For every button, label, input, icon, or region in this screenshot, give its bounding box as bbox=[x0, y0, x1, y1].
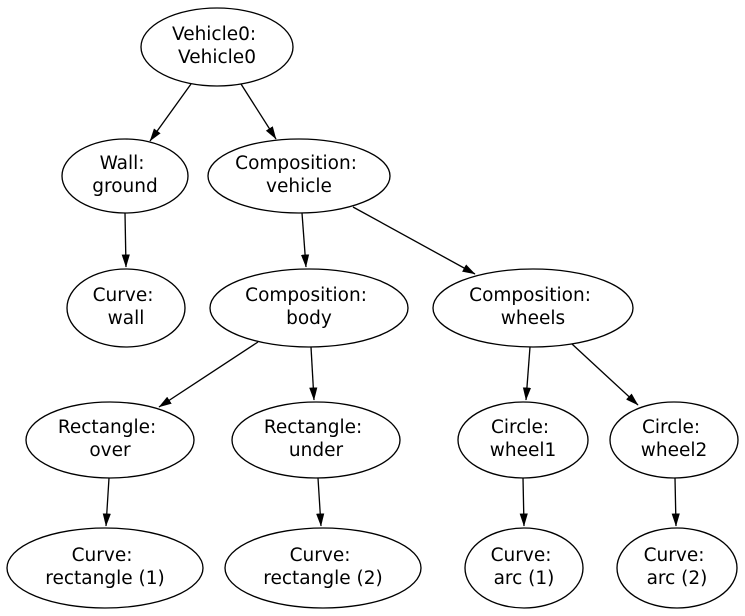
node-label-line1: Rectangle: bbox=[264, 417, 362, 438]
node-circle-wheel1: Circle: wheel1 bbox=[457, 401, 589, 479]
node-composition-vehicle: Composition: vehicle bbox=[207, 138, 391, 214]
node-label: Curve: arc (1) bbox=[491, 545, 558, 589]
node-ellipse bbox=[464, 527, 584, 609]
node-label-line2: Vehicle0 bbox=[178, 47, 256, 68]
node-label: Composition: vehicle bbox=[235, 153, 363, 197]
node-label-line1: Wall: bbox=[100, 153, 145, 174]
node-wall-ground: Wall: ground bbox=[61, 138, 189, 214]
node-label-line2: wall bbox=[108, 308, 145, 329]
edge-composition-wheels-to-circle-wheel1 bbox=[522, 346, 532, 401]
node-label-line1: Curve: bbox=[93, 285, 154, 306]
node-curve-arc-1: Curve: arc (1) bbox=[464, 527, 584, 609]
edge-composition-body-to-rectangle-under bbox=[309, 346, 318, 401]
node-rectangle-under: Rectangle: under bbox=[231, 401, 401, 479]
edge-rectangle-under-to-curve-rectangle-2 bbox=[316, 477, 325, 527]
node-label-line1: Circle: bbox=[491, 417, 549, 438]
edge-rectangle-over-to-curve-rectangle-1 bbox=[102, 477, 111, 527]
node-label: Composition: wheels bbox=[469, 285, 597, 329]
node-label-line2: wheel2 bbox=[641, 440, 708, 461]
node-label: Wall: ground bbox=[92, 153, 157, 197]
node-label-line1: Vehicle0: bbox=[172, 24, 256, 45]
edge-circle-wheel2-to-curve-arc-2 bbox=[671, 477, 680, 527]
node-curve-rectangle-1: Curve: rectangle (1) bbox=[6, 527, 204, 609]
node-label: Curve: wall bbox=[93, 285, 160, 329]
node-curve-arc-2: Curve: arc (2) bbox=[616, 527, 738, 609]
node-ellipse bbox=[432, 268, 634, 348]
edge-vehicle0-to-wall-ground bbox=[149, 83, 192, 142]
node-ellipse bbox=[207, 138, 391, 214]
node-label-line2: rectangle (2) bbox=[263, 568, 382, 589]
node-label-line1: Circle: bbox=[642, 417, 700, 438]
node-label-line2: over bbox=[89, 440, 131, 461]
node-label: Composition: body bbox=[245, 285, 373, 329]
node-ellipse bbox=[140, 7, 294, 87]
edge-composition-vehicle-to-composition-wheels bbox=[352, 206, 476, 275]
node-label-line1: Curve: bbox=[290, 545, 351, 566]
node-label-line2: under bbox=[289, 440, 344, 461]
node-label-line2: rectangle (1) bbox=[45, 568, 164, 589]
node-label-line1: Curve: bbox=[72, 545, 133, 566]
node-label-line1: Curve: bbox=[644, 545, 705, 566]
node-label-line2: wheel1 bbox=[490, 440, 557, 461]
node-ellipse bbox=[66, 268, 186, 348]
node-label-line2: ground bbox=[92, 176, 157, 197]
node-label: Circle: wheel1 bbox=[490, 417, 557, 461]
edge-vehicle0-to-composition-vehicle bbox=[240, 83, 277, 140]
node-vehicle0: Vehicle0: Vehicle0 bbox=[140, 7, 294, 87]
node-label-line2: arc (1) bbox=[494, 568, 555, 589]
node-rectangle-over: Rectangle: over bbox=[25, 401, 195, 479]
node-curve-wall: Curve: wall bbox=[66, 268, 186, 348]
node-label-line2: body bbox=[286, 308, 332, 329]
node-composition-body: Composition: body bbox=[209, 268, 409, 348]
node-label-line1: Composition: bbox=[469, 285, 591, 306]
node-ellipse bbox=[231, 401, 401, 479]
node-circle-wheel2: Circle: wheel2 bbox=[609, 401, 739, 479]
node-ellipse bbox=[224, 527, 422, 609]
node-label: Circle: wheel2 bbox=[641, 417, 708, 461]
node-label: Vehicle0: Vehicle0 bbox=[172, 24, 262, 68]
node-label: Curve: rectangle (2) bbox=[263, 545, 382, 589]
node-label: Curve: arc (2) bbox=[644, 545, 711, 589]
node-ellipse bbox=[25, 401, 195, 479]
node-composition-wheels: Composition: wheels bbox=[432, 268, 634, 348]
node-ellipse bbox=[457, 401, 589, 479]
node-label-line1: Composition: bbox=[235, 153, 357, 174]
node-curve-rectangle-2: Curve: rectangle (2) bbox=[224, 527, 422, 609]
node-label-line2: wheels bbox=[501, 308, 565, 329]
edge-circle-wheel1-to-curve-arc-1 bbox=[519, 477, 528, 527]
node-ellipse bbox=[6, 527, 204, 609]
node-label-line1: Composition: bbox=[245, 285, 367, 306]
node-ellipse bbox=[609, 401, 739, 479]
node-label: Rectangle: over bbox=[58, 417, 162, 461]
node-ellipse bbox=[209, 268, 409, 348]
edge-composition-wheels-to-circle-wheel2 bbox=[571, 343, 639, 406]
edge-composition-body-to-rectangle-over bbox=[158, 341, 259, 408]
node-label-line2: arc (2) bbox=[647, 568, 708, 589]
node-ellipse bbox=[61, 138, 189, 214]
node-label-line1: Curve: bbox=[491, 545, 552, 566]
node-label-line1: Rectangle: bbox=[58, 417, 156, 438]
edge-composition-vehicle-to-composition-body bbox=[300, 212, 310, 268]
node-label: Curve: rectangle (1) bbox=[45, 545, 164, 589]
node-ellipse bbox=[616, 527, 738, 609]
node-label-line2: vehicle bbox=[266, 176, 332, 197]
node-label: Rectangle: under bbox=[264, 417, 368, 461]
edge-wall-ground-to-curve-wall bbox=[121, 212, 130, 268]
